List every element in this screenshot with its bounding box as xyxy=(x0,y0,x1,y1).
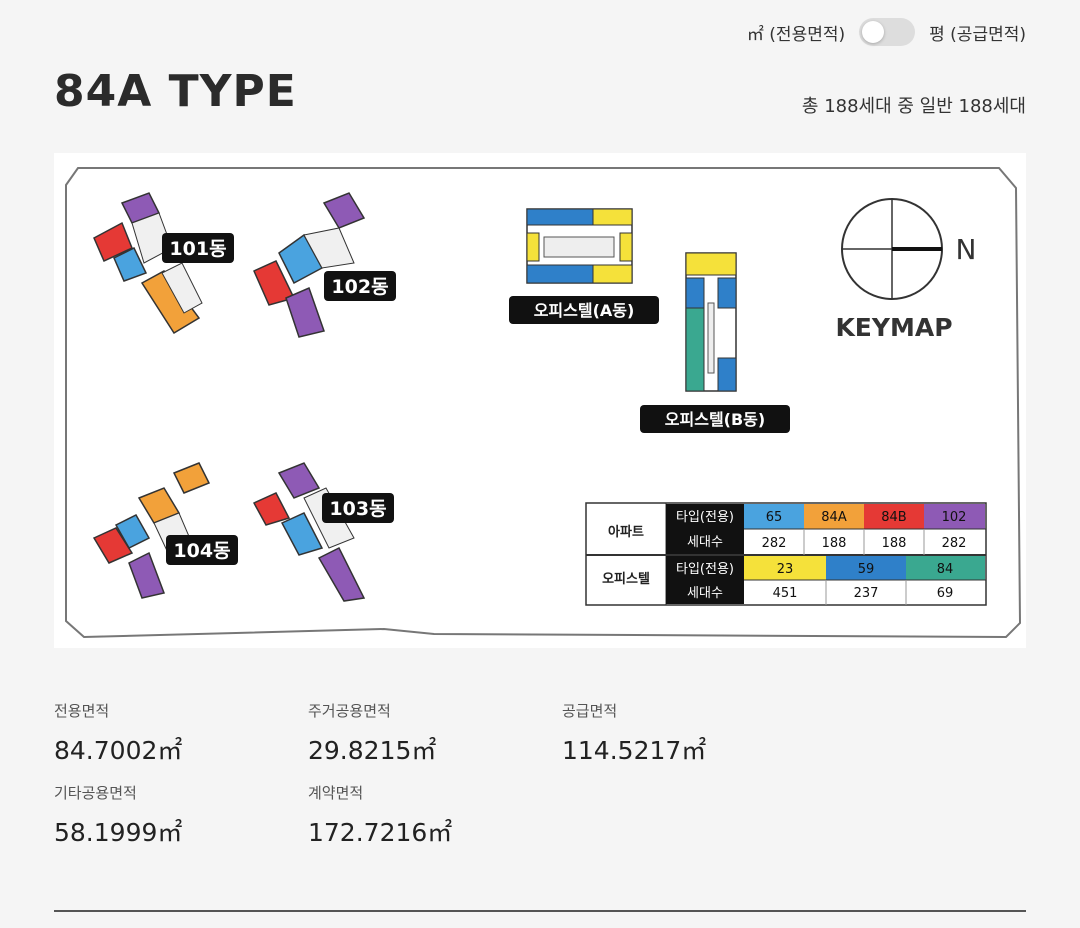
household-summary: 총 188세대 중 일반 188세대 xyxy=(801,96,1026,117)
building-103: 103동 xyxy=(252,462,394,602)
unit-toggle: ㎡ (전용면적) 평 (공급면적) xyxy=(747,18,1026,46)
svg-text:59: 59 xyxy=(858,562,875,577)
label-102: 102동 xyxy=(331,276,388,298)
label-104: 104동 xyxy=(173,540,230,562)
switch-knob xyxy=(862,21,885,43)
unit-label-pyeong[interactable]: 평 (공급면적) xyxy=(929,24,1026,45)
building-104: 104동 xyxy=(92,462,238,599)
area-value: 29.8215㎡ xyxy=(308,736,437,765)
label-103: 103동 xyxy=(329,498,386,520)
officetel-b: 오피스텔(B동) xyxy=(640,252,790,433)
building-102: 102동 xyxy=(253,192,396,338)
label-officetel-a: 오피스텔(A동) xyxy=(534,301,635,320)
svg-text:65: 65 xyxy=(766,510,783,525)
area-value: 114.5217㎡ xyxy=(562,736,707,765)
svg-text:84: 84 xyxy=(937,562,954,577)
area-other-common: 기타공용면적 58.1999㎡ xyxy=(54,782,182,849)
page-title: 84A TYPE xyxy=(54,66,297,117)
officetel-a: 오피스텔(A동) xyxy=(509,208,659,324)
unit-label-sqm[interactable]: ㎡ (전용면적) xyxy=(746,24,846,45)
label-officetel-b: 오피스텔(B동) xyxy=(665,410,765,429)
svg-text:세대수: 세대수 xyxy=(687,586,723,601)
bottom-divider xyxy=(54,910,1026,912)
area-label: 주거공용면적 xyxy=(308,702,391,720)
area-supply: 공급면적 114.5217㎡ xyxy=(562,700,706,767)
svg-text:282: 282 xyxy=(762,536,787,551)
area-value: 84.7002㎡ xyxy=(54,736,183,765)
site-plan: 101동 102동 104동 103동 xyxy=(65,167,1022,639)
compass-icon: N xyxy=(841,198,977,300)
area-label: 기타공용면적 xyxy=(54,784,137,802)
svg-text:타입(전용): 타입(전용) xyxy=(676,510,734,525)
compass-n: N xyxy=(956,233,977,266)
svg-text:세대수: 세대수 xyxy=(687,535,723,550)
svg-text:188: 188 xyxy=(882,536,907,551)
label-101: 101동 xyxy=(169,238,226,260)
svg-text:오피스텔: 오피스텔 xyxy=(602,572,650,587)
svg-text:타입(전용): 타입(전용) xyxy=(676,562,734,577)
svg-text:451: 451 xyxy=(773,586,798,601)
svg-text:84A: 84A xyxy=(821,510,847,525)
svg-text:188: 188 xyxy=(822,536,847,551)
svg-text:237: 237 xyxy=(854,586,879,601)
unit-legend-table: 아파트 오피스텔 타입(전용) 세대수 타입(전용) 세대수 65 84A 84… xyxy=(585,502,987,606)
area-label: 공급면적 xyxy=(562,702,618,720)
svg-text:69: 69 xyxy=(937,586,954,601)
area-residential-common: 주거공용면적 29.8215㎡ xyxy=(308,700,436,767)
area-label: 전용면적 xyxy=(54,702,110,720)
svg-text:23: 23 xyxy=(777,562,794,577)
keymap-image: 101동 102동 104동 103동 xyxy=(54,153,1026,648)
svg-text:아파트: 아파트 xyxy=(608,524,644,540)
site-boundary xyxy=(65,167,1022,639)
building-101: 101동 xyxy=(93,192,234,335)
area-exclusive: 전용면적 84.7002㎡ xyxy=(54,700,182,767)
svg-text:102: 102 xyxy=(942,510,967,525)
area-label: 계약면적 xyxy=(308,784,364,802)
keymap-label: KEYMAP xyxy=(835,313,952,342)
area-value: 172.7216㎡ xyxy=(308,818,453,847)
unit-switch[interactable] xyxy=(859,18,916,46)
area-contract: 계약면적 172.7216㎡ xyxy=(308,782,452,849)
svg-text:84B: 84B xyxy=(881,510,906,525)
svg-text:282: 282 xyxy=(942,536,967,551)
area-value: 58.1999㎡ xyxy=(54,818,183,847)
